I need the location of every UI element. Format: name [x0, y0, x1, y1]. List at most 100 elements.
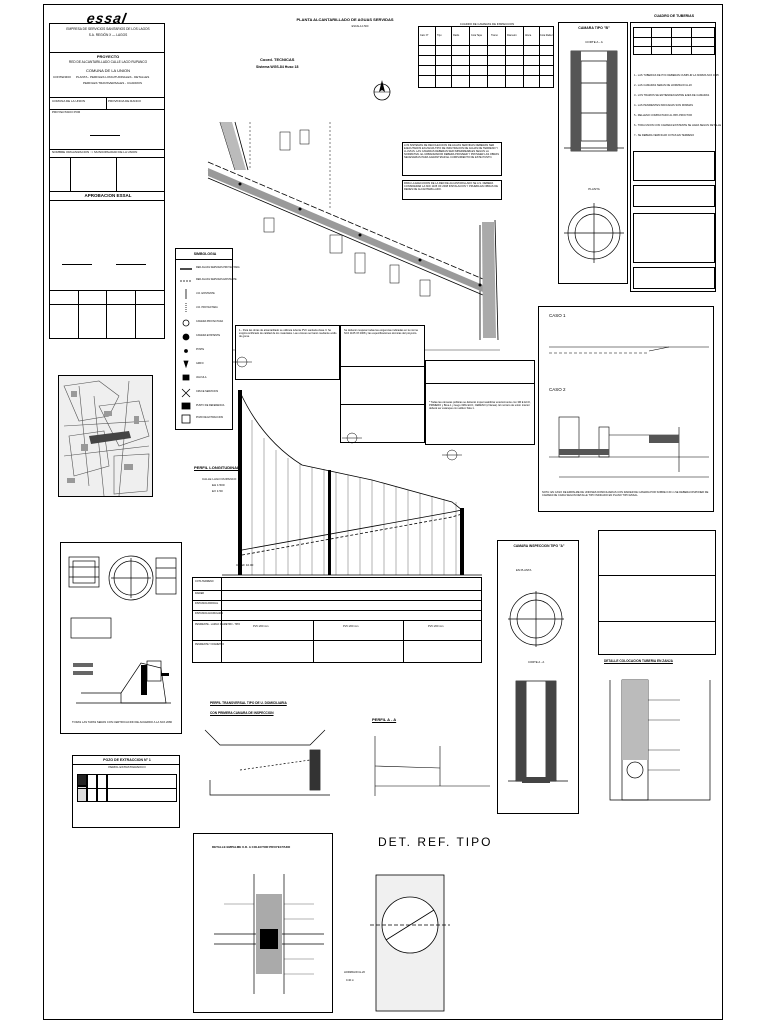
camara-a-panel: CAMARA INSPECCION TIPO "A" EN PLANTA COR… [497, 540, 579, 814]
simbologia-symbols [180, 268, 192, 424]
tuberias-note-5: 6.- TODA UNION CON CAMARA EXISTENTE SE H… [634, 124, 722, 127]
simbologia-item-0: RED AGUAS SERVIDAS PROYECTADA [196, 266, 240, 269]
detalle-colocacion: DETALLE COLOCACION TUBERIA EN ZANJA [600, 659, 716, 810]
tuberias-panel: CUADRO DE TUBERIAS 1.- LAS TUBERIAS DE P… [630, 14, 721, 292]
simbologia-title: SIMBOLOGIA [193, 252, 217, 256]
notes-mid-3: * Todas las cámaras públicas se deberán … [425, 360, 535, 445]
simbologia-item-1: RED AGUAS SERVIDAS EXISTENTE [196, 278, 237, 281]
profile-row-1: RADIER [195, 592, 205, 595]
camaras-h6: Altura [525, 34, 532, 37]
profile-area: PERFIL LONGITUDINAL CALLE LAGO RUPANCO E… [192, 356, 492, 670]
proyecto-name: RED DE ALCANTARILLADO CALLE LAGO RUPANCO [68, 60, 148, 64]
simbologia-item-4: CAMARA PROYECTADA [196, 320, 224, 323]
det-ref-panel: DET. REF. TIPO HORMIGON H-20 0.40 m [340, 830, 490, 1015]
simbologia-item-11: POZO DE EXTRACCION [196, 416, 224, 419]
plan-note-text-2: PARA LA EJECUCION DE LA RED DE ALCANTARI… [404, 182, 498, 192]
empalme-drawing [214, 874, 324, 994]
plan-coord-note: Coord. TECNICAS [260, 57, 295, 62]
comuna-name: COMUNA DE LA UNION [85, 68, 130, 73]
proyectado-por: PROYECTADO POR [52, 110, 81, 114]
simbologia-panel: SIMBOLOGIA RED AGUAS SERVIDAS PROYECTADA… [175, 248, 240, 430]
contenido-label: CONTENIDO [53, 75, 71, 79]
notes-mid-1-text: 1.- Para las obras de alcantarillado se … [239, 329, 337, 339]
notes-mid-2: Se deberán respetar todas las exigencias… [340, 325, 425, 443]
camaras-h5: Diametro [507, 34, 517, 37]
camara-b-panel: CAMARA TIPO "B" CORTE A - A PLANTA [558, 22, 628, 284]
location-map-drawing [63, 380, 150, 497]
perfil-transversal-drawing [204, 729, 330, 796]
camara-b-title: CAMARA TIPO "B" [578, 26, 610, 30]
profile-row-2: DISTANCIA PARCIAL [195, 602, 219, 605]
comuna-field: COMUNA DE LA UNION [52, 99, 86, 103]
profile-drawing [222, 356, 482, 576]
det-ref-title: DET. REF. TIPO [378, 835, 493, 849]
det-ref-drawing [370, 874, 450, 1012]
camara-a-corte: CORTE A - A [528, 660, 545, 664]
caso-drawing [549, 346, 709, 478]
camaras-h2: Radio [453, 34, 460, 37]
notes-right [598, 530, 716, 655]
det-ref-label: HORMIGON H-20 [344, 971, 365, 974]
camara-a-planta: EN PLANTA [516, 568, 532, 572]
simbologia-item-9: CRUCE SERVICIOS [196, 390, 219, 393]
plan-subtitle: ESCALA 1:500 [351, 25, 369, 28]
caso-1-label: CASO 1 [549, 313, 566, 318]
sheet-frame [43, 4, 723, 1020]
profile-row-5: PENDIENTE Y DIAMETRO [195, 643, 225, 646]
caso-note: NOTA: EN CASO DE EMPALME DE UNIONES DOMI… [542, 491, 709, 498]
profile-table: COTA TERRENO RADIER DISTANCIA PARCIAL DI… [192, 577, 482, 663]
tuberias-note-6: 7.- SE DEBERA VERIFICAR COTAS EN TERRENO [634, 134, 695, 137]
empalme-panel: DETALLE EMPALME U.D. A COLECTOR PROYECTA… [193, 833, 333, 1013]
profile-row-0: COTA TERRENO [195, 580, 214, 583]
proyecto-label: PROYECTO [96, 54, 120, 59]
profile-segment-0: PVC 200 mm [253, 625, 269, 628]
tuberias-note-1: 2.- LAS CAMARAS SERAN DE HORMIGON H-20 [634, 84, 692, 87]
perfil-transversal-title-1: PERFIL TRANSVERSAL TIPO DE U. DOMICILIAR… [210, 701, 287, 705]
location-map [58, 375, 153, 497]
detalle-colocacion-title: DETALLE COLOCACION TUBERIA EN ZANJA [604, 659, 673, 663]
notes-mid-2-text: Se deberán respetar todas las exigencias… [344, 329, 418, 336]
profile-title: PERFIL LONGITUDINAL [194, 465, 240, 470]
aprobacion-label: APROBACION ESSAL [84, 193, 132, 198]
essal-logo: essal [85, 10, 129, 26]
simbologia-item-5: CAMARA EXISTENTE [196, 334, 221, 337]
title-block: essal EMPRESA DE SERVICIOS SANITARIOS DE… [49, 10, 165, 339]
simbologia-item-10: PUNTO DE REFERENCIA [196, 404, 225, 407]
plan-coord-sub: Sistema WGS-84 Huso 18 [256, 65, 299, 69]
camara-a-drawing [508, 591, 568, 783]
perfil-aa-drawing [374, 736, 490, 796]
profile-esc-v: EV 1:50 [212, 489, 223, 493]
tuberias-note-3: 4.- LAS PENDIENTES INDICADAS SON MINIMAS [634, 104, 693, 107]
nombre-organizacion: NOMBRE ORGANIZACION : I. MUNICIPALIDAD D… [52, 150, 138, 154]
perfil-aa-title: PERFIL A - A [372, 717, 397, 722]
plan-area: PLANTA ALCANTARILLADO DE AGUAS SERVIDAS … [180, 17, 510, 360]
plan-drawing [200, 121, 500, 351]
company-line-2: S.A. REGIÓN X — LAGOS [88, 33, 128, 37]
simbologia-item-2: U.D. EXISTENTE [196, 292, 215, 295]
det-ref-dim: 0.40 m [346, 979, 354, 982]
camaras-table: CUADRO DE CAMARAS DE INSPECCION Cam N° T… [418, 22, 554, 88]
plan-note-text: LOS SISTEMAS DE RECOLECCION DE AGUAS SER… [404, 144, 499, 160]
tuberias-note-2: 3.- LOS TRAMOS SE ENTIENDEN ENTRE EJES D… [634, 94, 710, 97]
camara-b-drawing [564, 50, 624, 263]
simbologia-item-6: POSTE [196, 348, 205, 351]
tapa-note: TODAS LAS TAPAS SERAN CON CERTIFICACION … [72, 721, 172, 724]
profile-esc-h: EH 1:500 [212, 483, 225, 487]
plan-title: PLANTA ALCANTARILLADO DE AGUAS SERVIDAS [296, 17, 394, 22]
camaras-h4: Tramo [491, 34, 498, 37]
north-arrow-icon [373, 80, 391, 101]
profile-row-3: DISTANCIA ACUMULADA [195, 612, 223, 615]
pozo-panel: POZO DE EXTRACCION N° 1 PERFIL ESTRATIGR… [72, 755, 180, 828]
camaras-table-title: CUADRO DE CAMARAS DE INSPECCION [459, 22, 515, 26]
camara-b-corte: CORTE A - A [585, 40, 603, 44]
contenido-line-1: PLANTA - PERFILES LONGITUDINALES - DETAL… [76, 75, 150, 79]
provincia-field: PROVINCIA DE RANCO [108, 99, 142, 103]
empalme-title: DETALLE EMPALME U.D. A COLECTOR PROYECTA… [212, 845, 291, 849]
camaras-h1: Tipo [437, 34, 442, 37]
caso-panel: CASO 1 CASO 2 NOTA: EN CASO DE EMPALME D… [538, 306, 714, 512]
profile-row-4: PENDIENTE - LARGO DIAMETRO - TIPO [195, 623, 241, 626]
tuberias-note-0: 1.- LAS TUBERIAS DE PVC DEBERAN CUMPLIR … [634, 74, 719, 77]
profile-segment-2: PVC 200 mm [428, 625, 444, 628]
camaras-h3: Cota Tapa [471, 34, 482, 37]
